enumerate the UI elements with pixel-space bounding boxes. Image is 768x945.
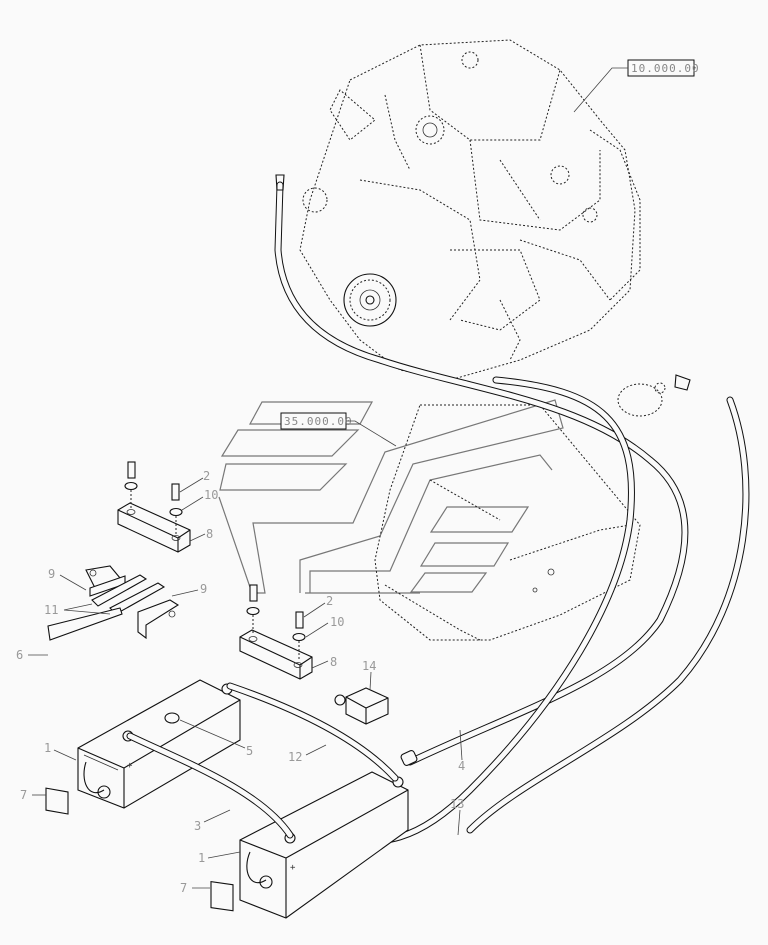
- svg-text:+: +: [127, 761, 133, 771]
- callout-9-right: 9: [200, 582, 207, 596]
- callout-10-mid: 10: [330, 615, 344, 629]
- callout-7-left: 7: [20, 788, 27, 802]
- callout-8-mid: 8: [330, 655, 337, 669]
- callout-1-left: 1: [44, 741, 51, 755]
- callout-3: 3: [194, 819, 201, 833]
- cable-13: [315, 376, 750, 845]
- link-cables: [126, 682, 399, 839]
- callout-10-top: 10: [204, 488, 218, 502]
- sticker-right: [210, 881, 234, 912]
- engine-ref-text: 10.000.00: [631, 62, 700, 75]
- callout-11: 11: [44, 603, 58, 617]
- callout-1-right: 1: [198, 851, 205, 865]
- callout-4: 4: [458, 759, 465, 773]
- pulley-icon: [343, 273, 397, 327]
- callout-6: 6: [16, 648, 23, 662]
- callout-7-right: 7: [180, 881, 187, 895]
- callout-8-top: 8: [206, 527, 213, 541]
- engine-reference[interactable]: 10.000.00: [573, 59, 700, 113]
- bracket-set: [47, 565, 180, 641]
- engine-assembly: [299, 39, 641, 381]
- callout-9-left: 9: [48, 567, 55, 581]
- switch-14: [334, 687, 389, 725]
- frame-ref-text: 35.000.00: [284, 415, 353, 428]
- callout-2-top: 2: [203, 469, 210, 483]
- frame-outline: [218, 399, 564, 594]
- starter-switch: [617, 374, 691, 417]
- callout-2-mid: 2: [326, 594, 333, 608]
- callout-5: 5: [246, 744, 253, 758]
- frame-body: [374, 404, 641, 641]
- callout-13: 13: [450, 797, 464, 811]
- frame-reference[interactable]: 35.000.00: [280, 412, 397, 447]
- battery-left: +: [77, 679, 241, 809]
- plate-group-top: [117, 461, 191, 553]
- callouts: 2 10 8 2 10 8 9 9 11 6 14 5: [16, 469, 465, 895]
- plate-group-mid: [239, 584, 313, 680]
- callout-12: 12: [288, 750, 302, 764]
- battery-right: +: [239, 771, 409, 919]
- cable-4: [274, 174, 689, 766]
- callout-14: 14: [362, 659, 376, 673]
- svg-text:+: +: [290, 863, 296, 873]
- sticker-left: [45, 787, 69, 815]
